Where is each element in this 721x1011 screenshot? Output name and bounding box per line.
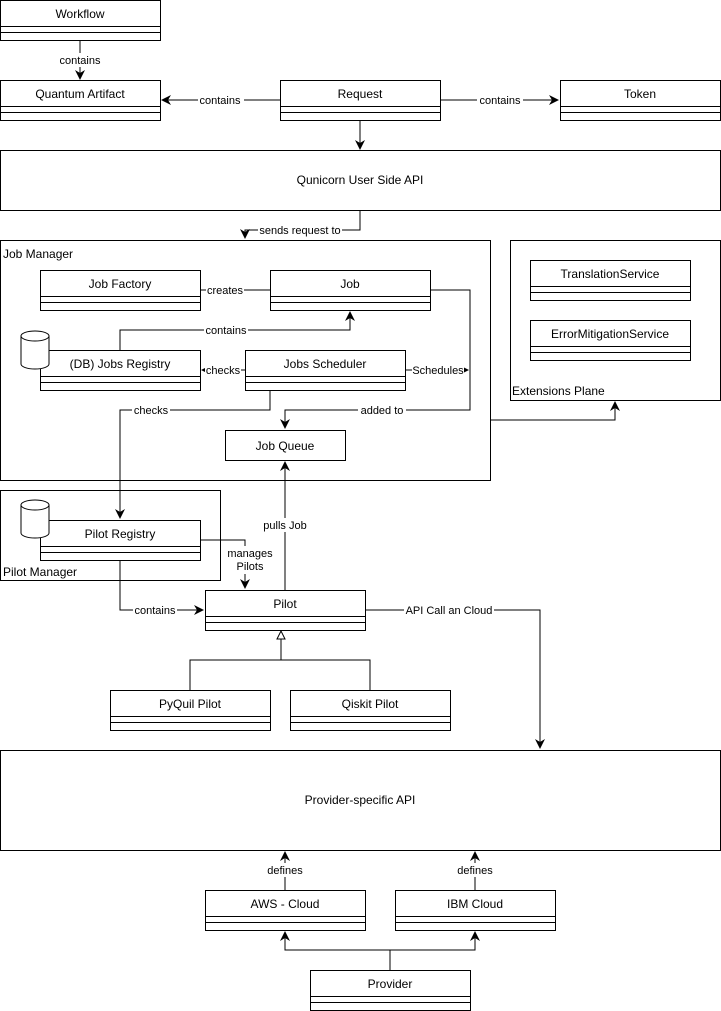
class-error-mitigation-service-name: ErrorMitigationService [551, 327, 669, 341]
class-request-name: Request [338, 87, 383, 101]
pilot-manager-label: Pilot Manager [3, 565, 77, 579]
job-queue[interactable]: Job Queue [225, 430, 346, 461]
edge-label-manages: manages [227, 548, 273, 560]
edge-label-request-artifact: contains [200, 95, 241, 107]
class-pilot[interactable]: Pilot [205, 590, 366, 631]
class-job[interactable]: Job [270, 270, 431, 311]
edge-provider-ibm [390, 931, 480, 951]
database-icon-pilots [20, 499, 50, 539]
class-workflow-name: Workflow [55, 7, 104, 21]
edge-label-added-to: added to [361, 405, 404, 417]
edge-provider-aws [280, 931, 391, 970]
job-manager-container[interactable]: Job Manager [0, 240, 491, 481]
class-error-mitigation-service[interactable]: ErrorMitigationService [530, 320, 691, 361]
edge-label-aws-defines: defines [267, 865, 303, 877]
provider-specific-api-name: Provider-specific API [305, 793, 416, 807]
class-ibm-cloud-name: IBM Cloud [447, 897, 503, 911]
class-provider-name: Provider [368, 977, 413, 991]
class-job-name: Job [340, 277, 360, 291]
edge-label-api-call: API Call an Cloud [406, 605, 493, 617]
class-pyquil-pilot-name: PyQuil Pilot [159, 697, 222, 711]
job-manager-label: Job Manager [3, 247, 73, 261]
class-job-factory[interactable]: Job Factory [40, 270, 201, 311]
edge-label-pulls-job: pulls Job [263, 520, 306, 532]
edge-label-checks-pilot-registry: checks [134, 405, 169, 417]
class-token[interactable]: Token [560, 80, 721, 121]
qunicorn-user-side-api-name: Qunicorn User Side API [297, 173, 424, 187]
edge-label-schedules: Schedules [412, 365, 464, 377]
class-qiskit-pilot-name: Qiskit Pilot [342, 697, 399, 711]
edge-job-manager-extensions [490, 401, 620, 421]
class-aws-cloud-name: AWS - Cloud [251, 897, 320, 911]
edge-label-request-token: contains [480, 95, 521, 107]
job-queue-name: Job Queue [256, 439, 315, 453]
database-icon-jobs [20, 330, 50, 370]
class-qiskit-pilot[interactable]: Qiskit Pilot [290, 690, 451, 731]
provider-specific-api[interactable]: Provider-specific API [0, 750, 721, 851]
class-provider[interactable]: Provider [310, 970, 471, 1011]
class-quantum-artifact[interactable]: Quantum Artifact [0, 80, 161, 121]
class-jobs-registry[interactable]: (DB) Jobs Registry [40, 350, 201, 391]
class-pyquil-pilot[interactable]: PyQuil Pilot [110, 690, 271, 731]
edge-registry-contains-pilot [119, 560, 204, 615]
edge-label-creates: creates [207, 285, 244, 297]
class-pilot-registry-name: Pilot Registry [85, 527, 156, 541]
edge-added-to [280, 289, 471, 429]
class-jobs-scheduler[interactable]: Jobs Scheduler [245, 350, 406, 391]
class-quantum-artifact-name: Quantum Artifact [35, 87, 125, 101]
class-aws-cloud[interactable]: AWS - Cloud [205, 890, 366, 931]
class-workflow[interactable]: Workflow [0, 0, 161, 41]
edge-label-ibm-defines: defines [457, 865, 493, 877]
edge-label-registry-contains-pilot: contains [135, 605, 176, 617]
edge-label-scheduler-checks: checks [206, 365, 241, 377]
qunicorn-user-side-api[interactable]: Qunicorn User Side API [0, 150, 721, 211]
pilot-manager-container[interactable]: Pilot Manager [0, 490, 221, 581]
edge-label-sends-request: sends request to [259, 225, 340, 237]
class-jobs-registry-name: (DB) Jobs Registry [70, 357, 171, 371]
edge-inheritance-branch [189, 659, 371, 690]
edge-checks-pilot-registry [115, 390, 271, 519]
class-translation-service[interactable]: TranslationService [530, 260, 691, 301]
class-pilot-registry[interactable]: Pilot Registry [40, 520, 201, 561]
edge-label-registry-job: contains [206, 325, 247, 337]
class-job-factory-name: Job Factory [89, 277, 152, 291]
edges: contains contains contains sends request… [56, 40, 620, 970]
class-pilot-name: Pilot [273, 597, 297, 611]
class-ibm-cloud[interactable]: IBM Cloud [395, 890, 556, 931]
class-request[interactable]: Request [280, 80, 441, 121]
class-token-name: Token [624, 87, 656, 101]
edge-label-workflow-contains: contains [60, 55, 101, 67]
extensions-plane-label: Extensions Plane [512, 384, 605, 398]
class-translation-service-name: TranslationService [561, 267, 660, 281]
class-jobs-scheduler-name: Jobs Scheduler [284, 357, 367, 371]
edge-label-pilots: Pilots [237, 561, 264, 573]
